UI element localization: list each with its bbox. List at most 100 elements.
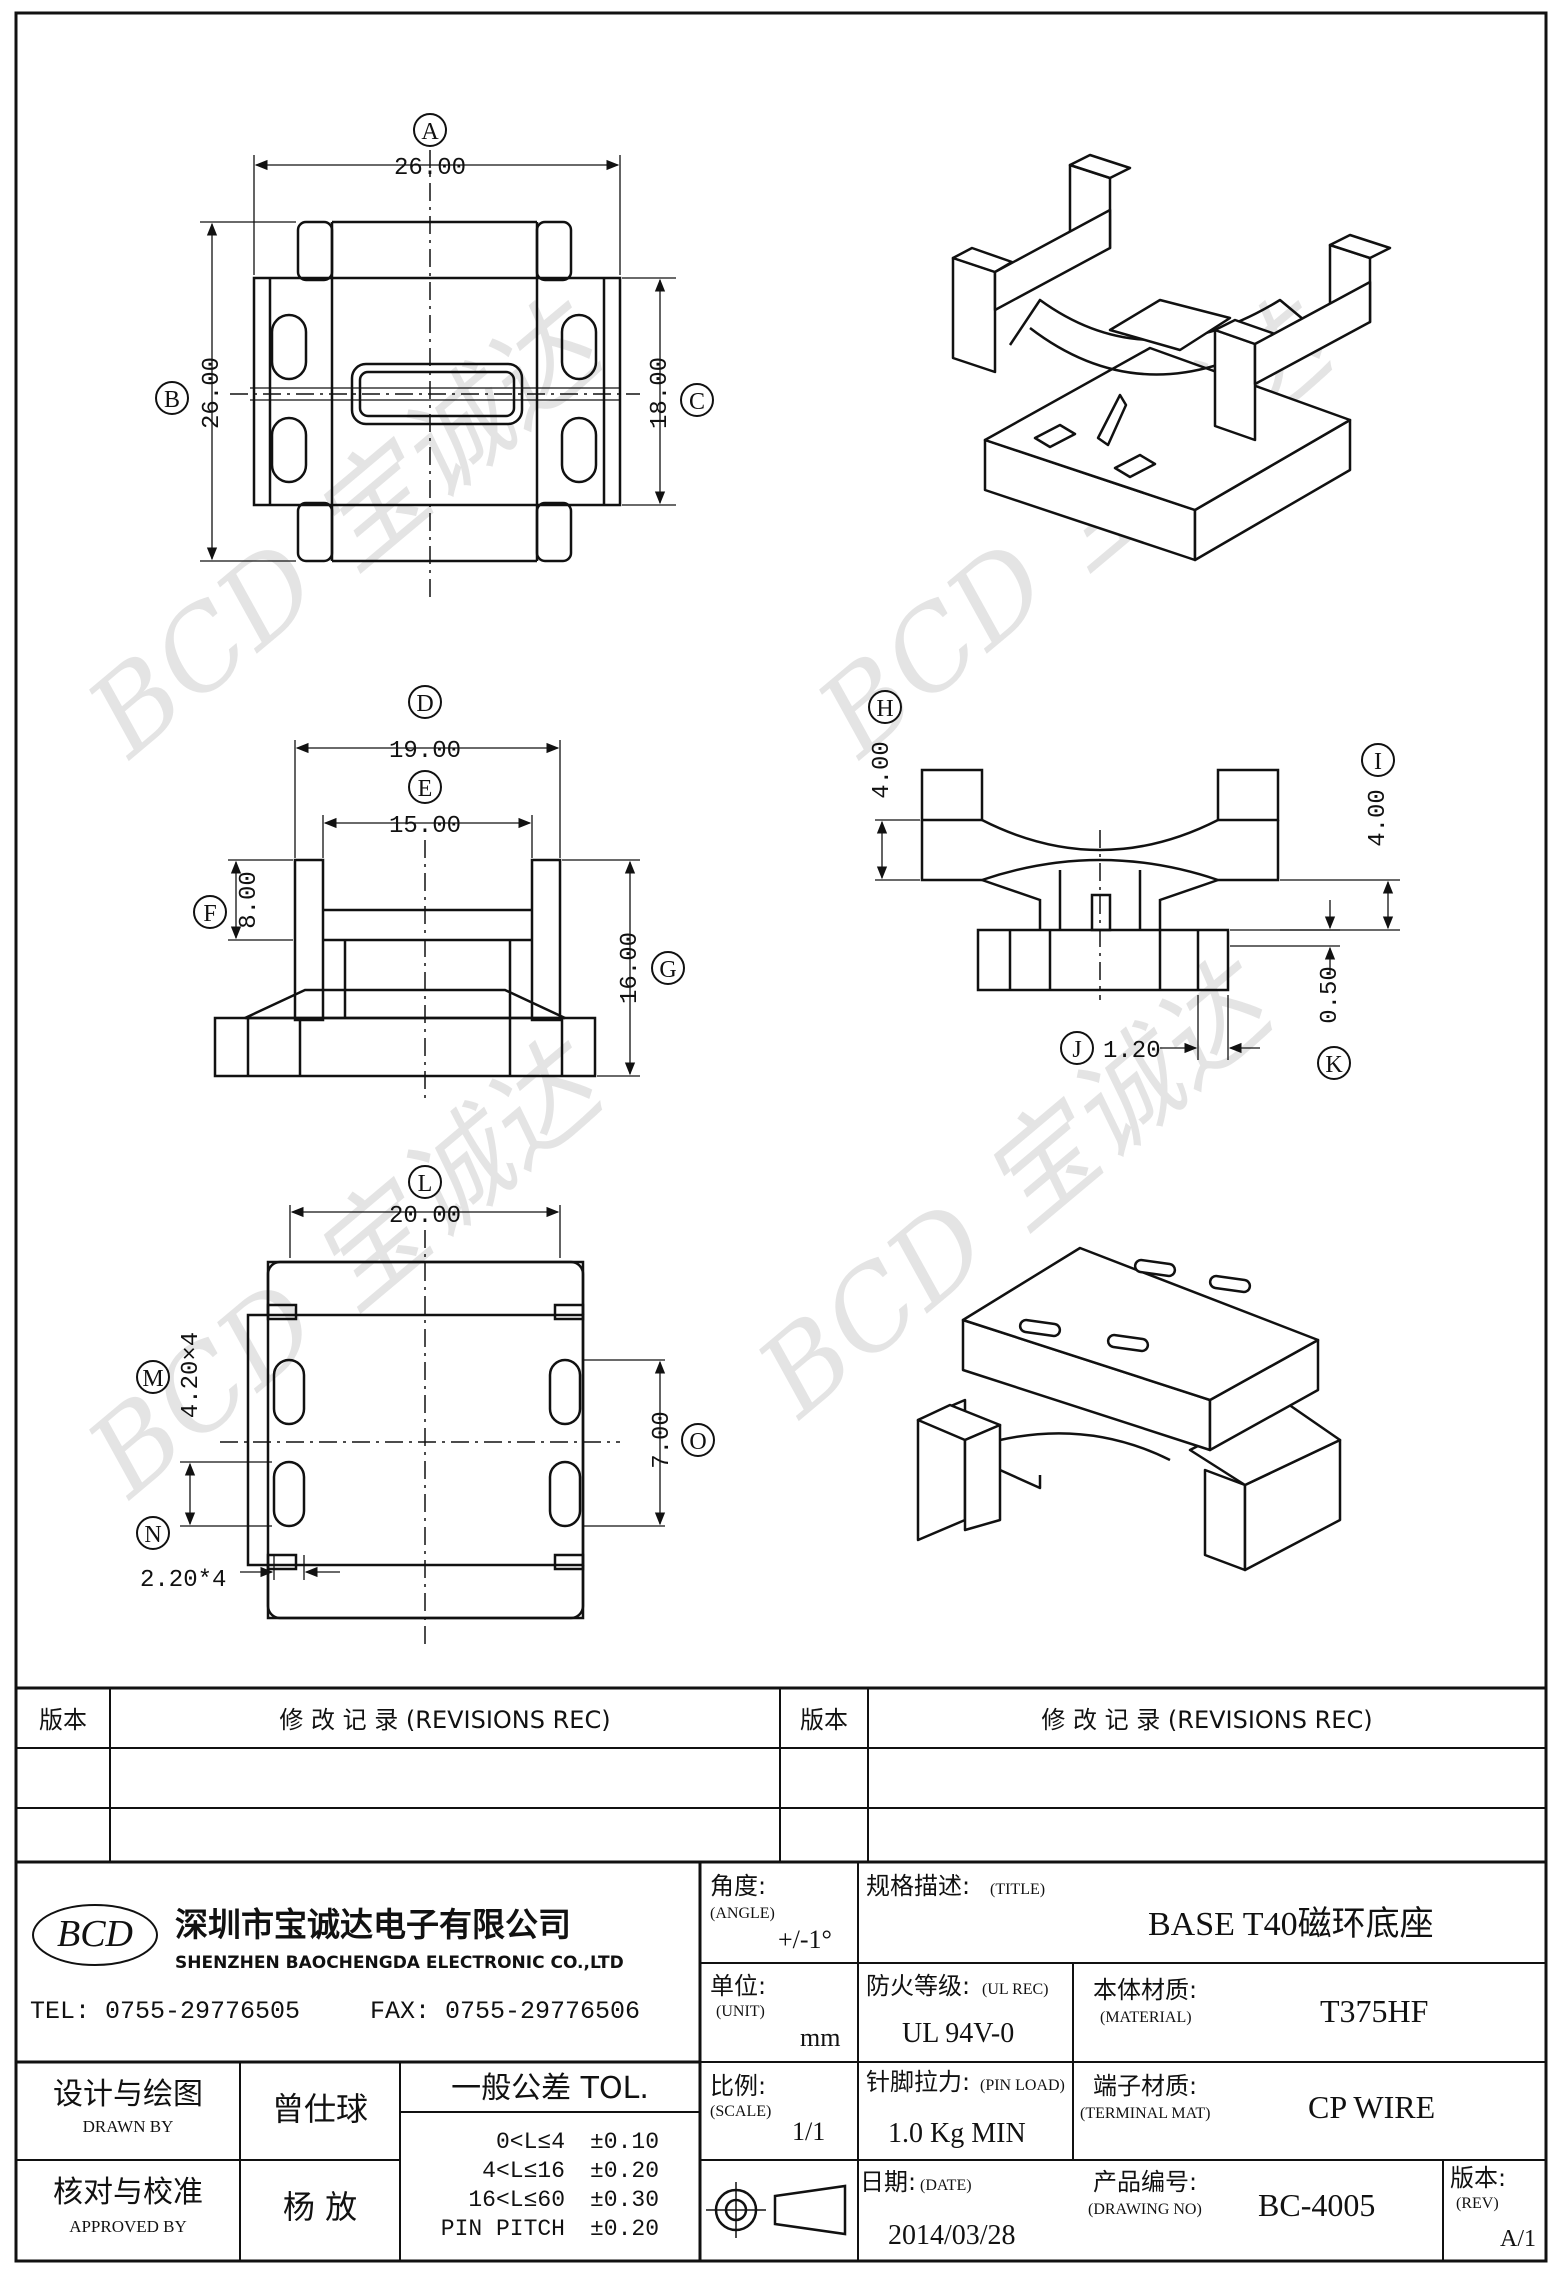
dim-n-value: 2.20*4	[140, 1567, 226, 1594]
approved-cell: 核对与校准 APPROVED BY 杨 放	[53, 2175, 357, 2236]
revisions-record-label-left: 修 改 记 录 (REVISIONS REC)	[279, 1706, 610, 1734]
dim-g: G 16.00	[617, 932, 685, 1004]
drawing-no-value: BC-4005	[1258, 2187, 1375, 2223]
angle-label-en: (ANGLE)	[710, 1905, 775, 1922]
approved-label: 核对与校准	[53, 2175, 203, 2210]
dim-n-letter: N	[144, 1522, 161, 1548]
dim-i: I 4.00	[1361, 743, 1395, 847]
dim-k-letter: K	[1325, 1052, 1343, 1078]
dim-i-letter: I	[1374, 749, 1382, 775]
tol-range-1: 4<L≤16	[482, 2158, 565, 2184]
tol-value-2: ±0.30	[590, 2187, 659, 2213]
drawing-no-label: 产品编号:	[1093, 2168, 1197, 2196]
pin-load-value: 1.0 Kg MIN	[888, 2118, 1026, 2149]
dim-j-value: 1.20	[1103, 1038, 1161, 1065]
dim-o-letter: O	[689, 1429, 706, 1455]
projection-symbol-icon	[706, 2182, 847, 2238]
dim-e: E 15.00	[389, 770, 461, 840]
dim-m-value: 4.20×4	[178, 1332, 205, 1418]
approved-label-en: APPROVED BY	[69, 2217, 187, 2236]
dim-l-value: 20.00	[389, 1203, 461, 1230]
side-view	[875, 768, 1400, 1060]
dim-j: J 1.20	[1060, 1031, 1161, 1065]
ul-label-en: (UL REC)	[982, 1981, 1049, 1998]
terminal-label-en: (TERMINAL MAT)	[1080, 2105, 1211, 2122]
dim-k-value: 0.50	[1317, 966, 1344, 1024]
company-block: BCD 深圳市宝诚达电子有限公司 SHENZHEN BAOCHENGDA ELE…	[30, 1904, 640, 2026]
ul-cell: 防火等级: (UL REC) UL 94V-0	[866, 1972, 1049, 2049]
drawn-cell: 设计与绘图 DRAWN BY 曾仕球	[53, 2077, 368, 2136]
ul-value: UL 94V-0	[902, 2018, 1014, 2049]
rev-label-en: (REV)	[1456, 2195, 1499, 2212]
company-fax: FAX: 0755-29776506	[370, 1997, 640, 2026]
dim-j-letter: J	[1072, 1037, 1081, 1063]
revisions-table	[16, 1686, 1546, 1864]
revisions-version-label-right: 版本	[800, 1706, 848, 1734]
dim-c: C 18.00	[647, 357, 714, 429]
tol-value-0: ±0.10	[590, 2129, 659, 2155]
top-view	[200, 150, 676, 600]
rev-value: A/1	[1500, 2226, 1536, 2252]
dim-h-value: 4.00	[869, 741, 896, 799]
dim-f-value: 8.00	[236, 871, 263, 929]
tol-value-1: ±0.20	[590, 2158, 659, 2184]
watermark-text-1: BCD 宝诚达	[63, 275, 631, 781]
title-value: BASE T40磁环底座	[1148, 1905, 1434, 1943]
watermark-text-3: BCD 宝诚达	[63, 1015, 631, 1521]
sheet-border	[14, 11, 1548, 2263]
dim-l: L 20.00	[389, 1165, 461, 1230]
bottom-view	[180, 1205, 666, 1650]
terminal-label: 端子材质:	[1093, 2072, 1197, 2100]
dim-o-value: 7.00	[649, 1411, 676, 1469]
company-tel: TEL: 0755-29776505	[30, 1997, 300, 2026]
pin-load-label: 针脚拉力:	[866, 2068, 970, 2096]
dim-a-value: 26.00	[394, 155, 466, 182]
rev-label: 版本:	[1450, 2164, 1506, 2192]
title-label-en: (TITLE)	[990, 1881, 1045, 1898]
terminal-value: CP WIRE	[1308, 2089, 1435, 2125]
tol-value-3: ±0.20	[590, 2216, 659, 2242]
tolerance-cell: 一般公差 TOL. 0<L≤4 ±0.10 4<L≤16 ±0.20 16<L≤…	[441, 2071, 659, 2242]
material-label-en: (MATERIAL)	[1100, 2009, 1192, 2026]
material-cell: 本体材质: (MATERIAL) T375HF	[1093, 1976, 1428, 2029]
dim-l-letter: L	[418, 1171, 433, 1197]
dim-d-letter: D	[416, 691, 433, 717]
dim-e-value: 15.00	[389, 813, 461, 840]
tol-range-2: 16<L≤60	[468, 2187, 565, 2213]
dim-e-letter: E	[418, 776, 433, 802]
dim-b-letter: B	[164, 387, 180, 413]
dim-h-letter: H	[876, 696, 893, 722]
dim-d-value: 19.00	[389, 738, 461, 765]
drawn-label: 设计与绘图	[53, 2077, 203, 2112]
title-block-grid	[16, 1862, 1546, 2261]
angle-label: 角度:	[710, 1872, 766, 1900]
dim-i-value: 4.00	[1365, 789, 1392, 847]
scale-cell: 比例: (SCALE) 1/1	[710, 2072, 825, 2146]
angle-cell: 角度: (ANGLE) +/-1°	[710, 1872, 832, 1954]
pin-load-cell: 针脚拉力: (PIN LOAD) 1.0 Kg MIN	[866, 2068, 1065, 2149]
unit-cell: 单位: (UNIT) mm	[710, 1972, 840, 2052]
isometric-view-bottom	[916, 1246, 1342, 1572]
dim-n: N 2.20*4	[136, 1516, 226, 1594]
date-label-en: (DATE)	[920, 2177, 972, 2194]
tol-range-0: 0<L≤4	[496, 2129, 565, 2155]
dim-a: A 26.00	[394, 113, 466, 182]
scale-value: 1/1	[792, 2117, 825, 2146]
dim-d: D 19.00	[389, 685, 461, 765]
dim-h: H 4.00	[868, 690, 902, 799]
tol-title: 一般公差 TOL.	[451, 2071, 649, 2106]
scale-label: 比例:	[710, 2072, 766, 2100]
date-label: 日期:	[860, 2168, 916, 2196]
scale-label-en: (SCALE)	[710, 2103, 771, 2120]
tol-range-3: PIN PITCH	[441, 2216, 565, 2242]
dim-g-value: 16.00	[617, 932, 644, 1004]
dim-f: F 8.00	[193, 871, 263, 929]
material-label: 本体材质:	[1093, 1976, 1197, 2004]
date-value: 2014/03/28	[888, 2220, 1016, 2251]
revisions-record-label-right: 修 改 记 录 (REVISIONS REC)	[1041, 1706, 1372, 1734]
dim-k: K 0.50	[1317, 966, 1351, 1080]
dim-c-value: 18.00	[647, 357, 674, 429]
dim-f-letter: F	[203, 901, 216, 927]
dim-a-letter: A	[421, 119, 439, 145]
rev-cell: 版本: (REV) A/1	[1450, 2164, 1536, 2252]
